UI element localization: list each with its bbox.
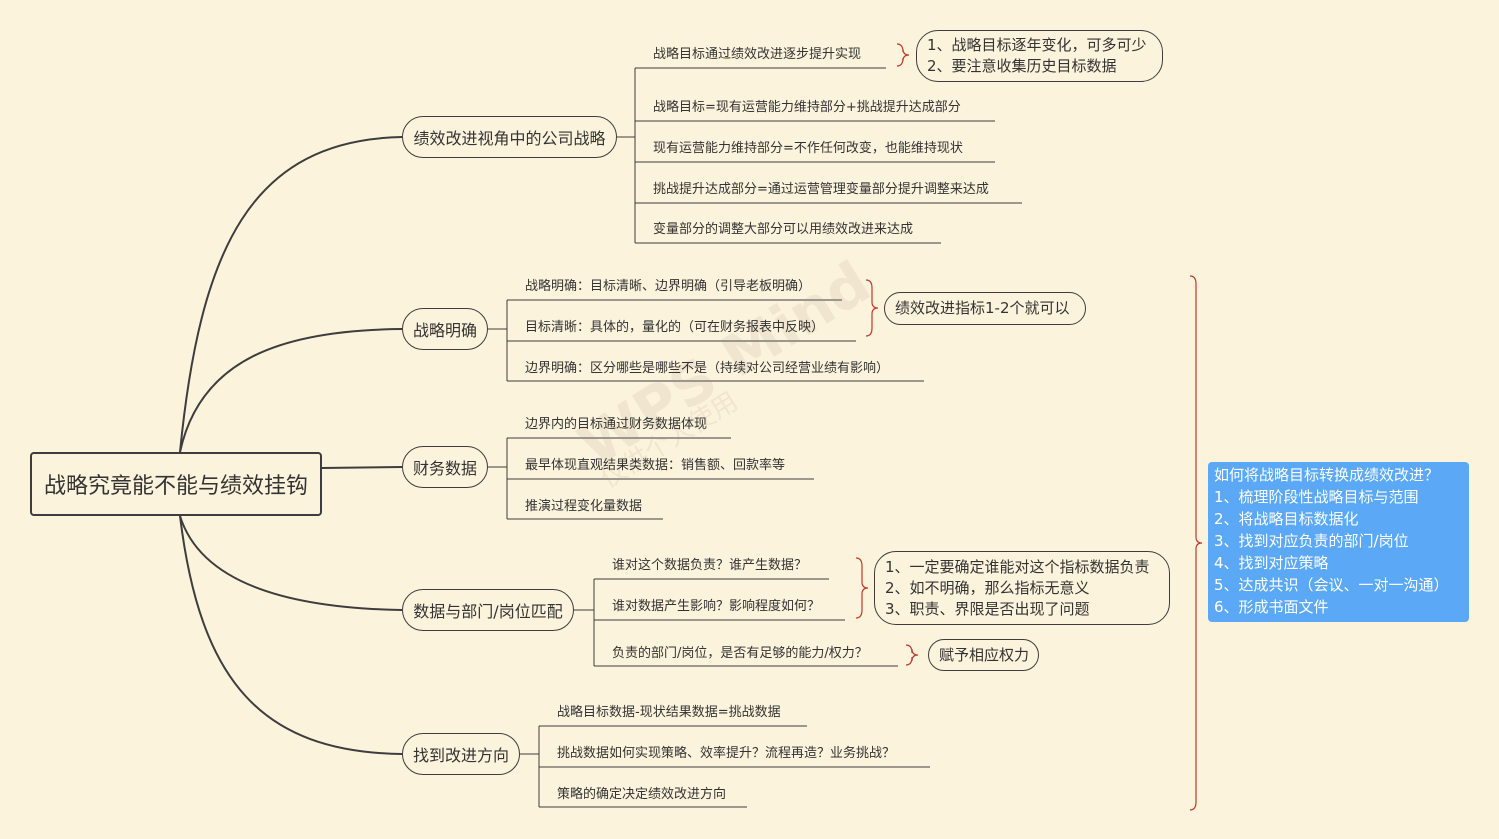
summary-line: 绩效改进指标1-2个就可以 [895,299,1070,317]
leaf-topic[interactable]: 谁对数据产生影响？影响程度如何？ [612,599,821,614]
branch-connector [179,136,403,453]
summary-line: 2、要注意收集历史目标数据 [927,57,1117,75]
summary-line: 2、如不明确，那么指标无意义 [885,578,1090,597]
summary-step: 5、达成共识（会议、一对一沟通） [1214,576,1449,594]
brace [865,279,879,337]
branch-topic-improve-direction[interactable]: 找到改进方向 [402,733,520,775]
leaf-topic[interactable]: 变量部分的调整大部分可以用绩效改进来达成 [653,222,914,237]
overall-summary-box[interactable]: 如何将战略目标转换成绩效改进？ 1、梳理阶段性战略目标与范围 2、将战略目标数据… [1208,462,1469,622]
leaf-topic[interactable]: 战略目标=现有运营能力维持部分+挑战提升达成部分 [653,100,961,115]
branch-connector [179,515,403,755]
leaf-topic[interactable]: 挑战提升达成部分=通过运营管理变量部分提升调整来达成 [653,182,989,197]
leaf-topic[interactable]: 负责的部门/岗位，是否有足够的能力/权力？ [612,646,868,661]
summary-step: 6、形成书面文件 [1214,598,1329,616]
leaf-topic[interactable]: 边界内的目标通过财务数据体现 [525,417,708,432]
summary-step: 4、找到对应策略 [1214,554,1329,572]
brace [855,557,869,619]
brace [905,644,919,666]
summary-line: 1、战略目标逐年变化，可多可少 [927,36,1147,54]
leaf-topic[interactable]: 战略目标通过绩效改进逐步提升实现 [653,47,862,62]
summary-line: 3、职责、界限是否出现了问题 [885,599,1090,618]
summary-line: 1、一定要确定谁能对这个指标数据负责 [885,557,1150,576]
brace-large [1189,275,1203,811]
leaf-topic[interactable]: 推演过程变化量数据 [525,499,643,514]
leaf-topic[interactable]: 战略明确：目标清晰、边界明确（引导老板明确） [525,279,812,294]
leaf-topic[interactable]: 战略目标数据-现状结果数据=挑战数据 [557,705,781,720]
leaf-topic[interactable]: 谁对这个数据负责？谁产生数据？ [612,558,808,573]
leaf-topic[interactable]: 策略的确定决定绩效改进方向 [557,787,727,802]
summary-bubble[interactable]: 赋予相应权力 [928,639,1039,671]
leaf-topic[interactable]: 边界明确：区分哪些是哪些不是（持续对公司经营业绩有影响） [525,361,890,376]
root-topic[interactable]: 战略究竟能不能与绩效挂钩 [30,452,322,516]
leaf-topic[interactable]: 目标清晰：具体的，量化的（可在财务报表中反映） [525,320,825,335]
summary-step: 3、找到对应负责的部门/岗位 [1214,532,1409,550]
branch-topic-data-dept-match[interactable]: 数据与部门/岗位匹配 [402,589,574,631]
summary-heading: 如何将战略目标转换成绩效改进？ [1214,466,1440,484]
summary-step: 2、将战略目标数据化 [1214,510,1359,528]
summary-bubble[interactable]: 1、一定要确定谁能对这个指标数据负责 2、如不明确，那么指标无意义 3、职责、界… [874,551,1170,625]
leaf-topic[interactable]: 最早体现直观结果类数据：销售额、回款率等 [525,458,786,473]
summary-bubble[interactable]: 绩效改进指标1-2个就可以 [884,292,1086,325]
summary-step: 1、梳理阶段性战略目标与范围 [1214,488,1419,506]
branch-connector [321,466,403,469]
branch-connector [179,515,403,611]
leaf-topic[interactable]: 现有运营能力维持部分=不作任何改变，也能维持现状 [653,141,963,156]
branch-topic-financial-data[interactable]: 财务数据 [402,446,488,488]
leaf-topic[interactable]: 挑战数据如何实现策略、效率提升？流程再造？业务挑战？ [557,746,896,761]
summary-bubble[interactable]: 1、战略目标逐年变化，可多可少 2、要注意收集历史目标数据 [916,30,1163,82]
brace [896,43,910,67]
branch-topic-strategy-clear[interactable]: 战略明确 [402,308,488,350]
branch-topic-strategy-view[interactable]: 绩效改进视角中的公司战略 [402,116,617,158]
summary-line: 赋予相应权力 [939,645,1030,664]
branch-connector [179,328,403,453]
